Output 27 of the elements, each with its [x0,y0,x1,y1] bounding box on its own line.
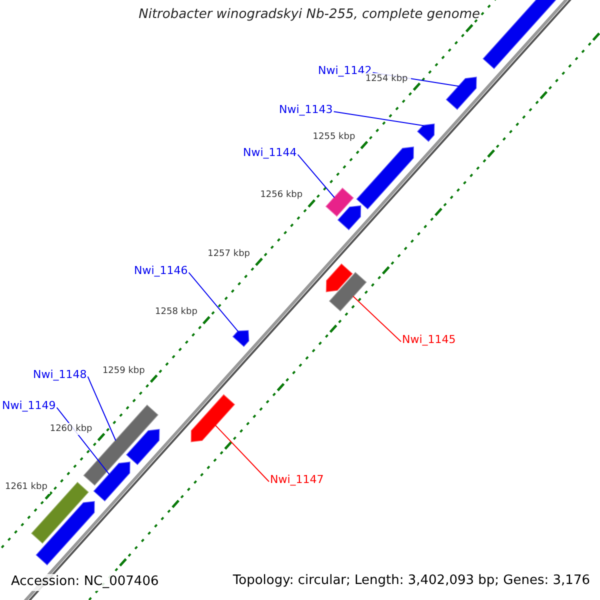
gene-feature [93,462,130,502]
gene-feature [190,394,236,442]
leader-line [214,424,270,482]
gene-feature [446,76,477,110]
genome-info-text: Topology: circular; Length: 3,402,093 bp; Genes: 3,176 [232,574,590,589]
gene-label: Nwi_1145 [402,334,456,347]
leader-line [188,272,239,332]
gene-label: Nwi_1149 [2,400,56,413]
gene-feature [126,428,160,466]
gene-feature [36,500,95,566]
leader-line [87,376,116,441]
gene-block [325,188,354,217]
leader-line [297,154,335,198]
gene-feature [337,205,362,230]
title: Nitrobacter winogradskyi Nb-255, complete genome [138,8,480,23]
gene-feature [232,330,250,348]
gene-label: Nwi_1146 [134,265,188,278]
gene-feature [326,263,353,292]
leader-line [333,111,424,126]
gene-label: Nwi_1148 [33,369,87,382]
gene-label: Nwi_1144 [243,147,297,160]
gene-label: Nwi_1147 [270,474,324,487]
gene-label: Nwi_1143 [279,104,333,117]
gene-block [328,272,367,312]
gene-feature [356,146,414,210]
gene-block [30,482,89,544]
gene-feature [416,123,435,142]
